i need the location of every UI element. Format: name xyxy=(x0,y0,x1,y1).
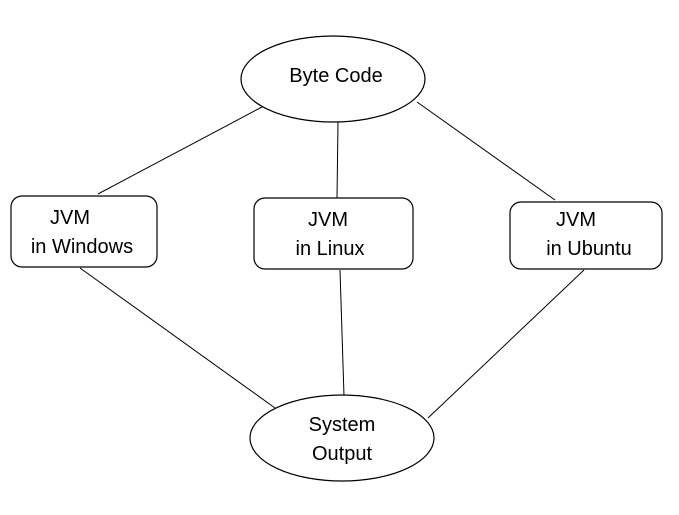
jvm-linux-label-line2: in Linux xyxy=(296,238,365,260)
jvm-ubuntu-label-line1: JVM xyxy=(556,209,596,231)
edge-jvm-ubuntu-to-system-output xyxy=(427,269,585,419)
jvm-ubuntu-box xyxy=(509,201,663,270)
jvm-linux-label-line1: JVM xyxy=(308,209,348,231)
system-output-label-line1: System xyxy=(309,414,376,436)
edge-bytecode-to-jvm-windows xyxy=(97,106,263,195)
edge-bytecode-to-jvm-linux xyxy=(336,121,339,199)
node-byte-code: Byte Code xyxy=(240,35,426,123)
node-jvm-windows: JVM in Windows xyxy=(10,195,158,268)
edge-jvm-linux-to-system-output xyxy=(339,269,345,397)
edge-jvm-windows-to-system-output xyxy=(79,267,276,409)
byte-code-label: Byte Code xyxy=(289,65,382,87)
node-system-output: System Output xyxy=(249,394,435,482)
node-jvm-linux: JVM in Linux xyxy=(253,197,414,270)
diagram-edges xyxy=(79,101,585,419)
jvm-windows-label-line2: in Windows xyxy=(31,236,133,258)
node-jvm-ubuntu: JVM in Ubuntu xyxy=(509,201,663,270)
jvm-windows-label-line1: JVM xyxy=(50,207,90,229)
jvm-ubuntu-label-line2: in Ubuntu xyxy=(546,238,632,260)
system-output-ellipse xyxy=(249,394,435,482)
edge-bytecode-to-jvm-ubuntu xyxy=(416,101,556,201)
jvm-windows-box xyxy=(10,195,158,268)
system-output-label-line2: Output xyxy=(312,443,372,465)
byte-code-ellipse xyxy=(240,35,426,123)
jvm-linux-box xyxy=(253,197,414,270)
